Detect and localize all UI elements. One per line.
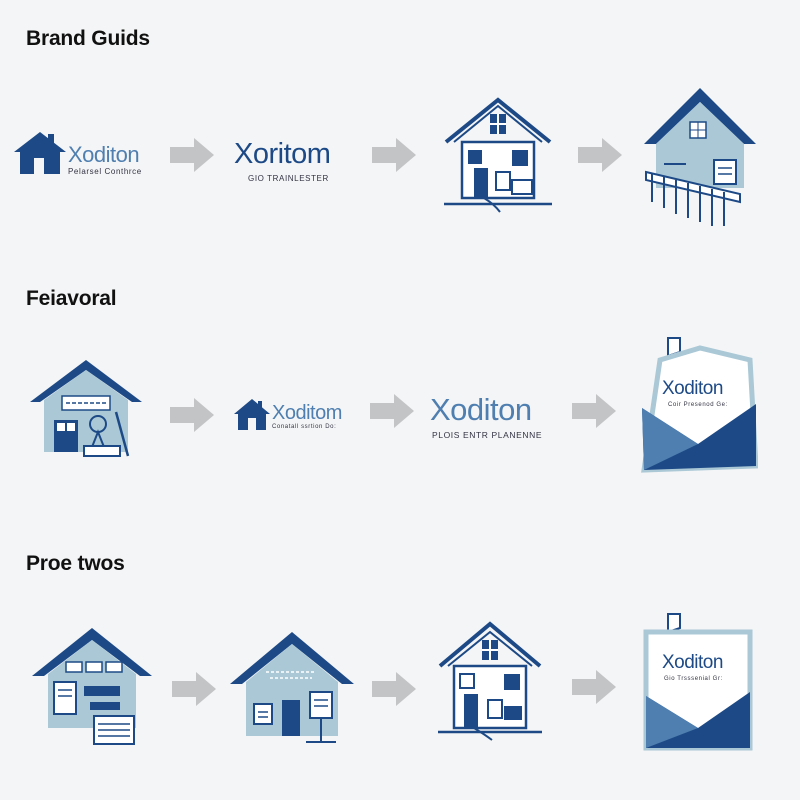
right-arrow-icon bbox=[370, 394, 414, 428]
tagline: Pelarsel Conthrce bbox=[68, 167, 142, 176]
wordmark: Xoditon bbox=[662, 652, 723, 673]
tagline: GIO TRAINLESTER bbox=[248, 174, 329, 183]
wordmark: Xoditon bbox=[430, 392, 532, 427]
wordmark: Xoritom bbox=[234, 138, 331, 170]
wordmark: Xoditon bbox=[68, 142, 140, 167]
wordmark: Xoditon bbox=[662, 378, 723, 399]
right-arrow-icon bbox=[372, 138, 416, 172]
house-lineart-icon bbox=[444, 97, 552, 213]
logo-wordmark: Xoritom GIO TRAINLESTER bbox=[232, 138, 362, 188]
house-lineart-icon bbox=[438, 621, 542, 741]
house-documents-icon bbox=[32, 628, 152, 745]
envelope-card: Xoditon Coir Presenod Ge: bbox=[640, 336, 758, 482]
logo-wordmark: Xoditon PLOIS ENTR PLANENNE bbox=[428, 392, 568, 444]
section-title-feiavoral: Feiavoral bbox=[26, 287, 117, 310]
section-title-brand: Brand Guids bbox=[26, 27, 150, 50]
logo-house-wordmark: Xoditon Pelarsel Conthrce bbox=[12, 128, 162, 188]
envelope-card: Xoditon Gio Trsssenial Gr: bbox=[640, 612, 756, 752]
tagline: Gio Trsssenial Gr: bbox=[664, 676, 723, 682]
tagline: Coir Presenod Ge: bbox=[668, 402, 728, 408]
wordmark: Xoditom bbox=[272, 402, 342, 424]
right-arrow-icon bbox=[372, 672, 416, 706]
house-door-icon bbox=[230, 632, 354, 743]
house-fence-icon bbox=[644, 88, 756, 226]
right-arrow-icon bbox=[578, 138, 622, 172]
right-arrow-icon bbox=[170, 138, 214, 172]
right-arrow-icon bbox=[572, 394, 616, 428]
tagline: PLOIS ENTR PLANENNE bbox=[432, 430, 543, 440]
house-workshop-icon bbox=[30, 360, 142, 457]
right-arrow-icon bbox=[572, 670, 616, 704]
logo-house-wordmark: Xoditom Conatall ssrtion Do: bbox=[232, 396, 362, 440]
house-icon bbox=[14, 132, 66, 174]
house-icon bbox=[234, 399, 270, 430]
right-arrow-icon bbox=[172, 672, 216, 706]
tagline: Conatall ssrtion Do: bbox=[272, 424, 337, 430]
section-title-proe-twos: Proe twos bbox=[26, 552, 125, 575]
right-arrow-icon bbox=[170, 398, 214, 432]
